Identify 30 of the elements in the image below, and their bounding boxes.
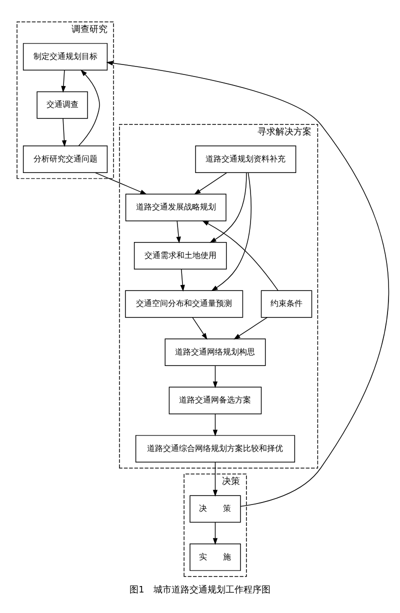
arrow — [212, 364, 218, 388]
arrow — [106, 60, 390, 506]
arrow — [180, 268, 185, 292]
arrow — [62, 118, 67, 146]
arrow — [202, 220, 278, 290]
arrow — [234, 316, 268, 339]
node-box: 道路交通网络规划构思 — [164, 338, 266, 366]
node-box: 道路交通规划资料补充 — [195, 145, 296, 172]
arrow — [211, 172, 252, 291]
node-box: 道路交通综合网络规划方案比较和择优 — [135, 434, 296, 462]
node-box: 实 施 — [190, 542, 241, 570]
node-box: 交通需求和土地使用 — [134, 242, 227, 269]
arrow — [176, 220, 181, 243]
node-box: 决 策 — [190, 494, 241, 522]
arrow — [212, 522, 218, 544]
arrow — [210, 172, 247, 242]
caption: 图1 城市道路交通规划工作程序图 — [130, 585, 270, 596]
node-box: 道路交通发展战略规划 — [125, 193, 226, 221]
arrow — [61, 69, 66, 92]
arrow — [212, 461, 218, 496]
node-box: 约束条件 — [260, 290, 312, 318]
node-box: 交通空间分布和交通量预测 — [125, 290, 244, 318]
node-box: 制定交通规划目标 — [22, 42, 108, 70]
node-box: 交通调查 — [36, 90, 88, 118]
node-box: 分析研究交通问题 — [22, 145, 108, 172]
arrow — [212, 413, 218, 436]
arrow — [78, 69, 100, 146]
arrow — [194, 172, 227, 194]
arrow — [192, 316, 208, 340]
node-box: 道路交通网备选方案 — [168, 386, 262, 414]
